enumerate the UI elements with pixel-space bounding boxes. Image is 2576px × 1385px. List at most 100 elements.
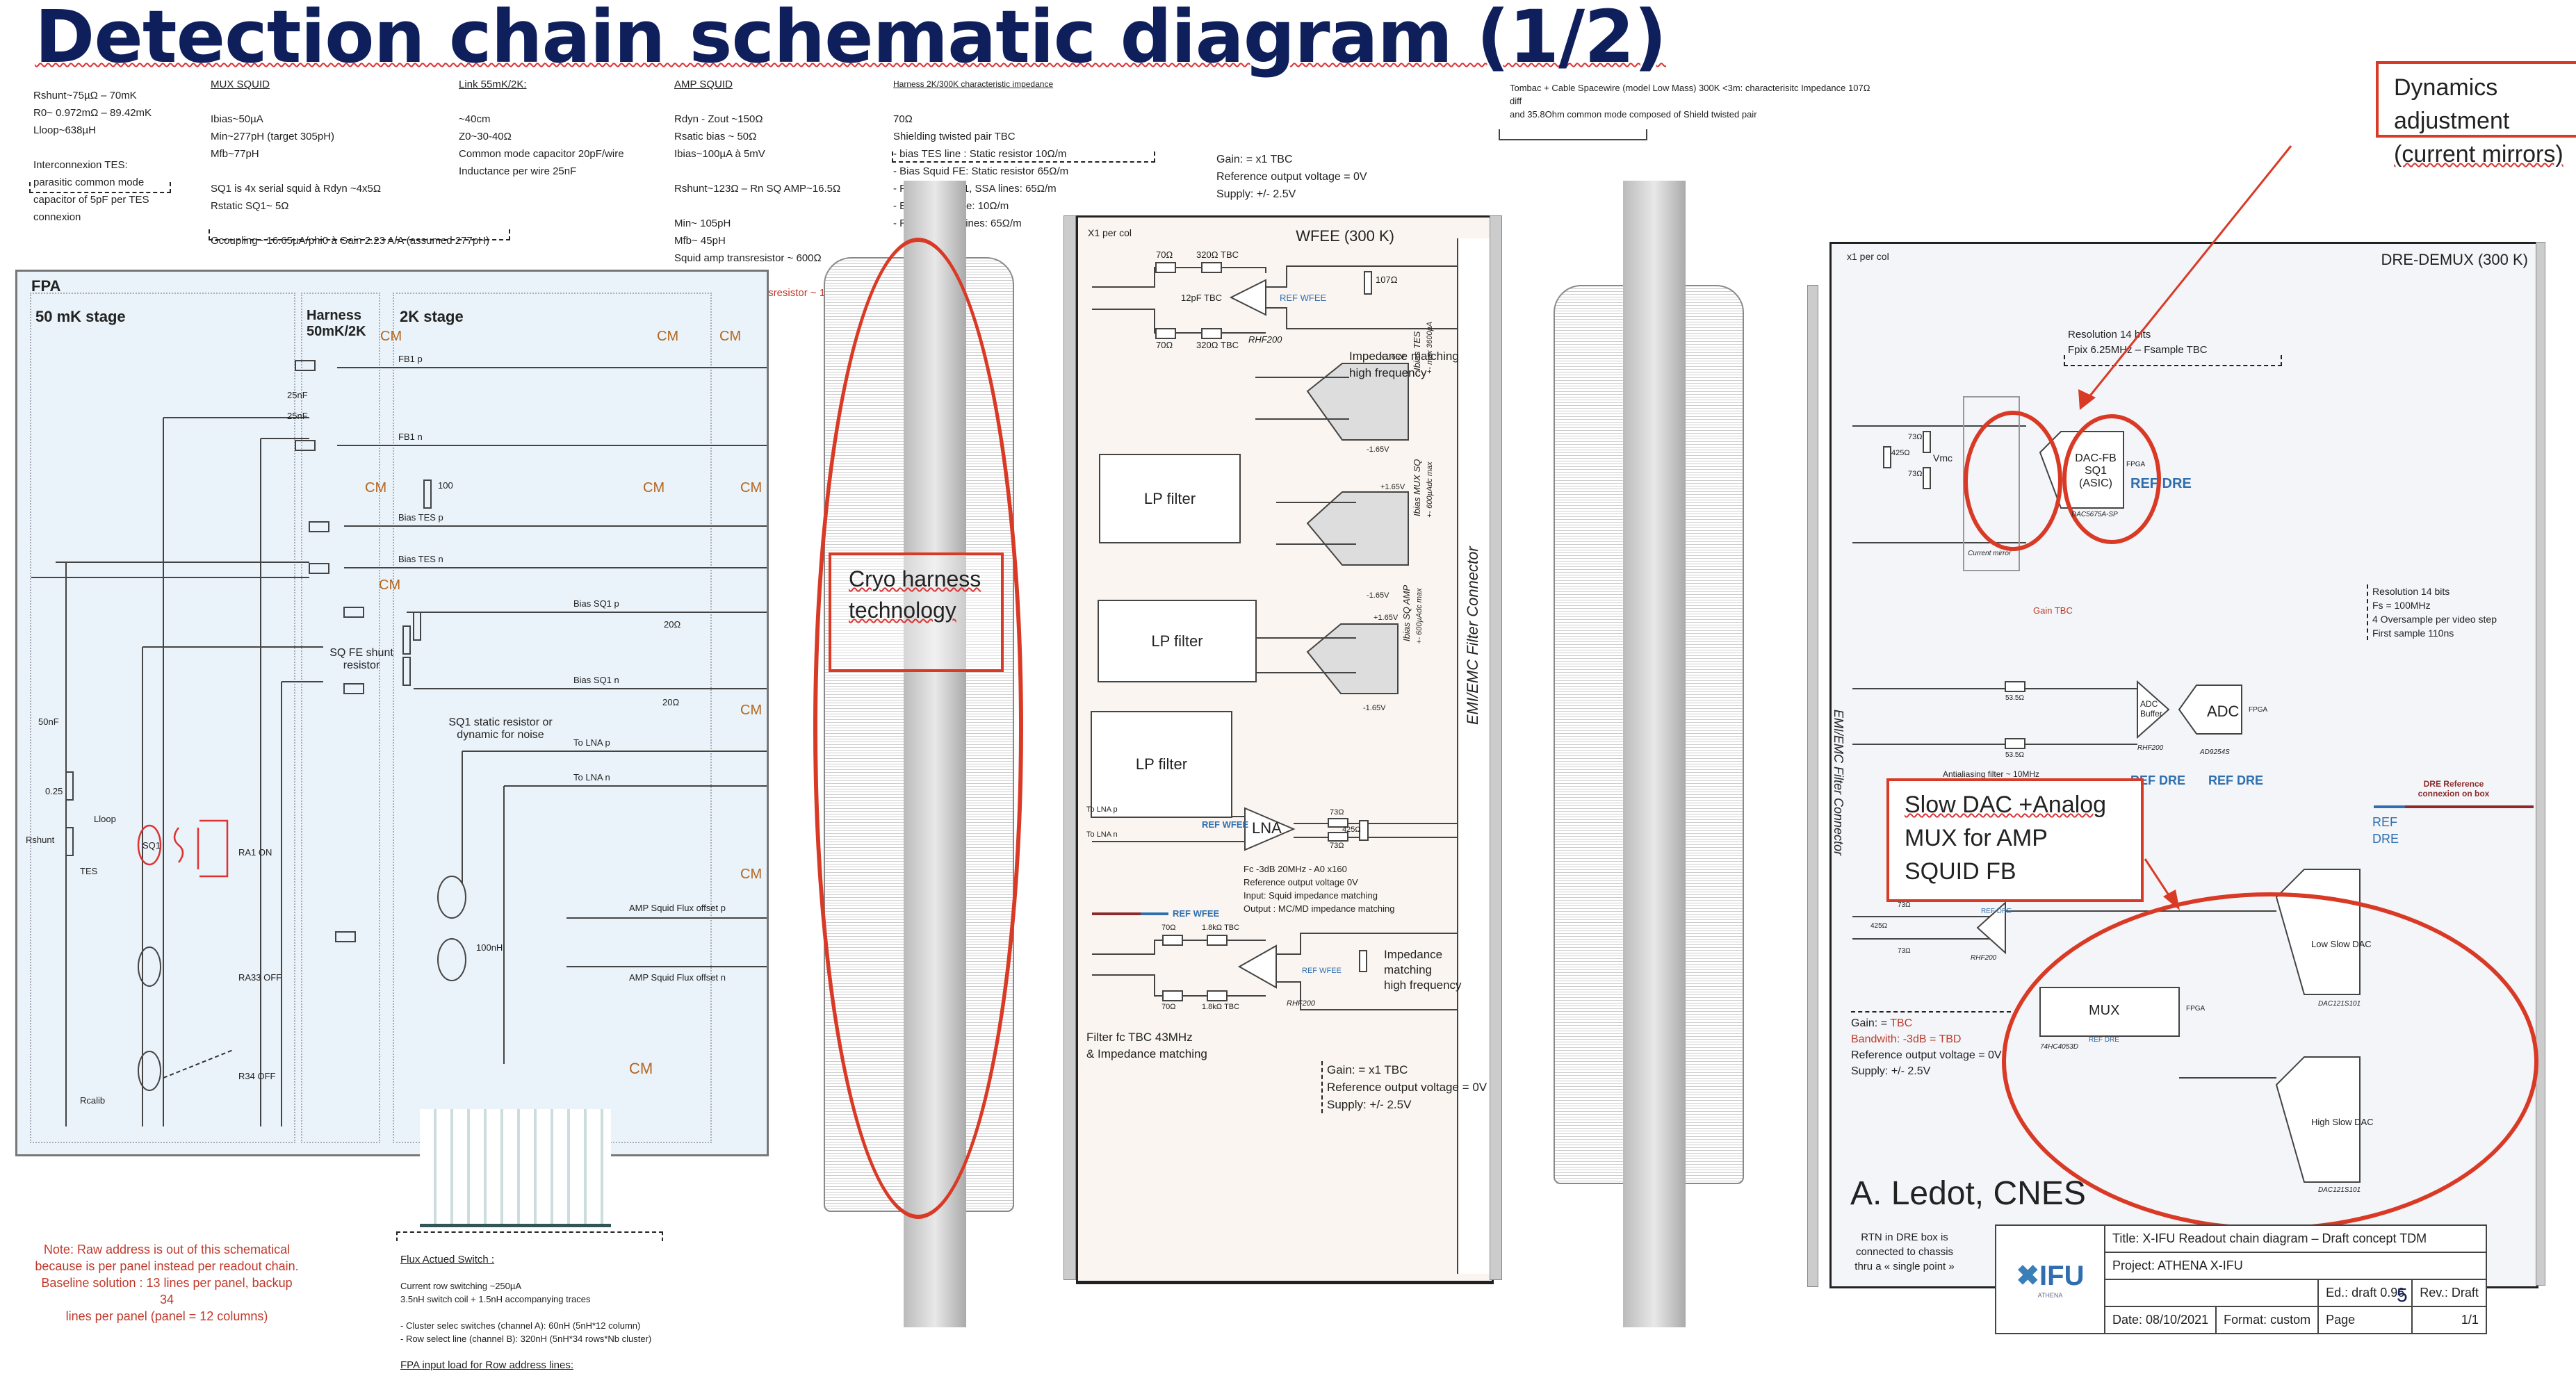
wfee-bot-r18k-b: 1.8kΩ TBC (1202, 1003, 1240, 1011)
comp-ra33-off: RA33 OFF (238, 972, 282, 983)
adc-note-line3: 4 Oversample per video step (2372, 614, 2497, 625)
cm-label: CM (629, 1060, 653, 1077)
comp-r34-off: R34 OFF (238, 1071, 276, 1081)
ibias-amp-label: Ibias SQ AMP (1401, 584, 1412, 641)
note-link: Link 55mK/2K: ~40cm Z0~30-40Ω Common mod… (459, 58, 639, 197)
note-amp-squid-heading: AMP SQUID (674, 79, 733, 90)
signal-fb1-n: FB1 n (398, 432, 423, 442)
adc-note-line2: Fs = 100MHz (2372, 600, 2431, 611)
blank-cell (2103, 1279, 2320, 1307)
current-mirror-label: Current mirror (1968, 550, 2012, 557)
adc-note-line1: Resolution 14 bits (2372, 586, 2450, 597)
cryo-harness-core-right (1623, 181, 1686, 1327)
annotation-sq1-static: SQ1 static resistor or dynamic for noise (448, 716, 553, 741)
wfee-cap-12pf: 12pF TBC (1181, 293, 1223, 303)
note-tes-lines: Rshunt~75µΩ – 70mK R0~ 0.972mΩ – 89.42mK… (33, 90, 152, 223)
wfee-filter-note: Filter fc TBC 43MHz & Impedance matching (1086, 1029, 1207, 1063)
callout-slow-dac-line2: MUX for AMP (1905, 825, 2048, 851)
callout-cryo-label: Cryo harness technology (849, 566, 981, 623)
dac-fb-part: DAC5675A-SP (2071, 511, 2118, 518)
wfee-r107-top: 107Ω (1376, 274, 1398, 285)
lp-filter-3: LP filter (1091, 711, 1232, 818)
wfee-r70-a: 70Ω (1156, 249, 1173, 260)
format-cell: Format: custom (2215, 1306, 2320, 1334)
supply-pos-2: +1.65V (1380, 483, 1405, 491)
wfee-ref-top: REF WFEE (1280, 293, 1327, 303)
comp-inductor-50nf: 50nF (38, 716, 59, 727)
dre-r73-b: 73Ω (1908, 470, 1923, 478)
ifu-logo: ✖IFU (2003, 1260, 2097, 1292)
wfee-title: WFEE (300 K) (1296, 227, 1394, 245)
slow-note-line2: Supply: +/- 2.5V (1851, 1065, 1931, 1077)
wfee-impedance-note-bottom: Impedance matching high frequency (1384, 947, 1492, 993)
wfee-connector: EMI/EMC Filter Connector (1457, 238, 1490, 1274)
wfee-wiring (1092, 262, 1457, 1010)
impedance-line1: Impedance matching (1349, 350, 1459, 363)
cm-label: CM (657, 329, 679, 344)
stage-50mk: 50 mK stage (30, 293, 295, 1143)
slow-r73-a: 73Ω (1898, 901, 1911, 909)
stage-50mk-label: 50 mK stage (35, 308, 126, 325)
note-link-lines: ~40cm Z0~30-40Ω Common mode capacitor 20… (459, 113, 624, 177)
note-harness-heading: Harness 2K/300K characteristic impedance (893, 79, 1054, 89)
adc-note-line4: First sample 110ns (2372, 628, 2454, 639)
rtn-line1: RTN in DRE box is (1861, 1231, 1948, 1243)
dac-fb-label: DAC-FB SQ1 (ASIC) (2075, 452, 2117, 489)
comp-tes: TES (80, 866, 98, 876)
note-harness-bracket (892, 151, 1155, 163)
wfee-r320-a: 320Ω TBC (1196, 249, 1239, 260)
cm-label: CM (643, 480, 665, 495)
dre-rail-right (2536, 242, 2545, 1286)
lna-label: LNA (1252, 819, 1282, 837)
dre-title: DRE-DEMUX (300 K) (2381, 251, 2528, 268)
signal-bias-sq1-n: Bias SQ1 n (573, 675, 619, 685)
dre-rail-left (1807, 285, 1818, 1287)
slow-note: Gain: = TBC Bandwith: -3dB = TBD Referen… (1851, 1011, 2011, 1079)
wfee-rail-right (1490, 215, 1502, 1280)
edition-cell: Ed.: draft 0.96 (2317, 1279, 2413, 1307)
cm-label: CM (740, 480, 763, 495)
wfee-bot-r18k-a: 1.8kΩ TBC (1202, 924, 1240, 932)
wfee-per-col: X1 per col (1088, 227, 1132, 238)
comp-r-20ohm-2: 20Ω (662, 697, 680, 707)
adc-label: ADC (2207, 703, 2240, 720)
lna-r73-a: 73Ω (1330, 808, 1344, 817)
wfee-r320-b: 320Ω TBC (1196, 340, 1239, 350)
rtn-line3: thru a « single point » (1854, 1261, 1955, 1272)
lp-filter-1: LP filter (1099, 454, 1241, 543)
signal-to-lna-p: To LNA p (573, 737, 610, 748)
signal-bias-tes-n: Bias TES n (398, 554, 443, 564)
lna-r425: 425Ω (1342, 826, 1361, 834)
callout-slow-dac: Slow DAC +Analog MUX for AMP SQUID FB (1886, 778, 2144, 902)
slow-gain-value: TBC (1890, 1017, 1913, 1029)
antialias-note: Antialiasing filter ~ 10MHz (1943, 769, 2040, 779)
slow-note-gain: Gain: = TBC (1851, 1015, 2011, 1031)
note-flux-lines: Current row switching ~250µA 3.5nH switc… (400, 1281, 652, 1344)
comp-sq1: SQ1 (142, 840, 161, 851)
note-gain-top-lines: Gain: = x1 TBC Reference output voltage … (1216, 154, 1367, 200)
revision-cell: Rev.: Draft (2411, 1279, 2487, 1307)
comp-inductor-1: 25nF (287, 390, 308, 400)
slow-r425: 425Ω (1870, 922, 1888, 930)
date-cell: Date: 08/10/2021 (2103, 1306, 2217, 1334)
supply-neg-2: -1.65V (1367, 591, 1389, 600)
supply-pos-3: +1.65V (1373, 614, 1399, 622)
dac-fb-ref: REF DRE (2130, 476, 2192, 491)
note-gain-top: Gain: = x1 TBC Reference output voltage … (1216, 133, 1404, 220)
highlight-cryo-ellipse (813, 238, 1023, 1219)
wfee-bot-r70-a: 70Ω (1161, 924, 1176, 932)
lna-spec: Fc -3dB 20MHz - A0 x160 Reference output… (1244, 864, 1395, 914)
adc-buffer-label: ADC Buffer (2140, 699, 2162, 719)
fpa-label: FPA (31, 277, 61, 295)
signal-fb1-p: FB1 p (398, 354, 423, 364)
dac-fb-out: FPGA (2126, 461, 2146, 468)
callout-slow-dac-line3: SQUID FB (1905, 858, 2016, 885)
page-label-cell: Page (2317, 1306, 2413, 1334)
supply-neg-1: -1.65V (1367, 445, 1389, 454)
wfee-impedance-note-top: Impedance matching high frequency (1349, 348, 1459, 382)
comp-ra1-on: RA1 ON (238, 847, 272, 858)
adc-part: AD9254S (2200, 748, 2230, 756)
stage-2k-label: 2K stage (400, 308, 464, 325)
dre-adc-note: Resolution 14 bits Fs = 100MHz 4 Oversam… (2367, 584, 2497, 640)
ref-dre-label: REF DRE (2372, 815, 2399, 846)
